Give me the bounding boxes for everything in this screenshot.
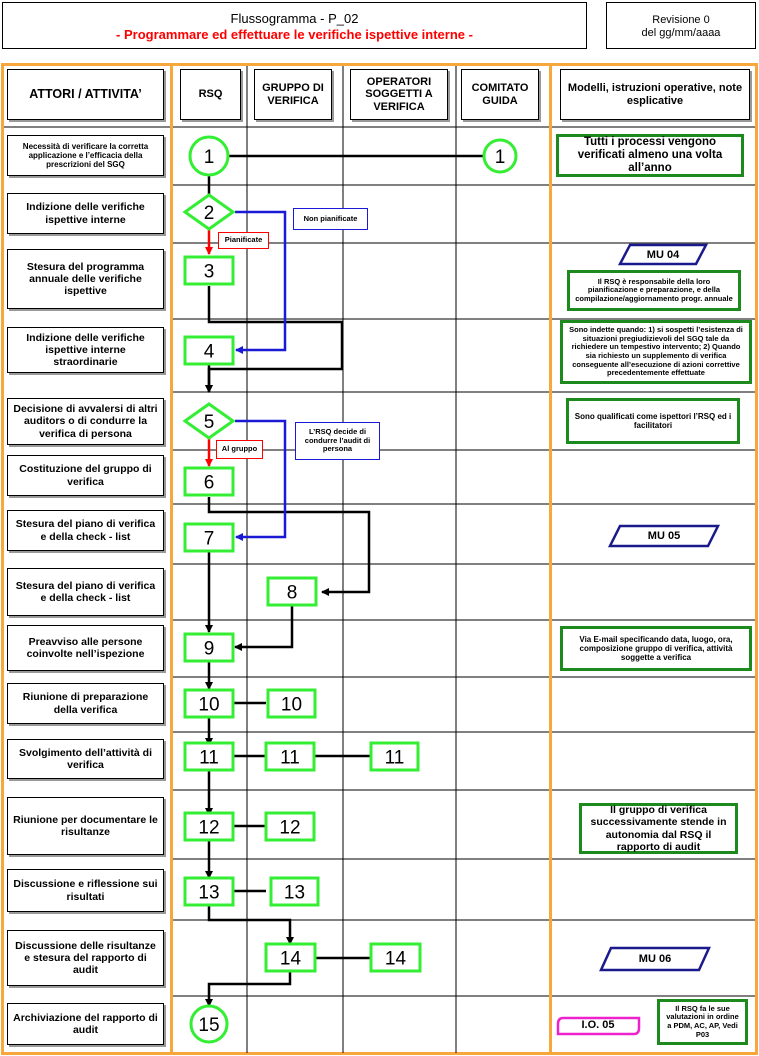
node-box xyxy=(183,811,235,842)
activity-box: Decisione di avvalersi di altri auditors… xyxy=(7,398,164,445)
node-box xyxy=(266,688,317,719)
node-box xyxy=(183,632,235,663)
node-number: 11 xyxy=(385,748,405,769)
mu-04-shape xyxy=(617,243,709,266)
flowchart-title: Flussogramma - P_02 xyxy=(230,11,359,26)
node-box xyxy=(183,335,235,366)
node-box xyxy=(183,255,235,286)
revision-number: Revisione 0 xyxy=(652,14,710,26)
node-box xyxy=(183,741,235,772)
node-box xyxy=(183,522,235,553)
header-comitato: COMITATO GUIDA xyxy=(461,69,539,120)
note-preavviso-email: Via E-mail specificando data, luogo, ora… xyxy=(560,626,752,671)
node-box xyxy=(269,876,320,907)
flowchart-subtitle: - Programmare ed effettuare le verifiche… xyxy=(116,27,473,42)
connector-13-14 xyxy=(207,904,294,945)
io-05-shape xyxy=(556,1016,641,1036)
label-pianificate: Pianificate xyxy=(218,232,269,249)
connector-14-15 xyxy=(205,971,292,1007)
node-box xyxy=(183,876,235,907)
mu-04-label: MU 04 xyxy=(646,248,680,261)
decision-diamond xyxy=(182,402,236,440)
activity-box: Discussione delle risultanze e stesura d… xyxy=(7,930,164,986)
decision-diamond xyxy=(182,193,236,231)
activity-box: Discussione e riflessione sui risultati xyxy=(7,869,164,912)
note-processi-verificati: Tutti i processi vengono verificati alme… xyxy=(556,134,744,177)
header-operatori: OPERATORI SOGGETTI A VERIFICA xyxy=(350,69,448,120)
revision-date: del gg/mm/aaaa xyxy=(641,27,721,39)
activity-box: Indizione delle verifiche ispettive inte… xyxy=(7,327,164,373)
activity-box: Costituzione del gruppo di verifica xyxy=(7,455,164,496)
activity-box: Svolgimento dell’attività di verifica xyxy=(7,739,164,779)
activity-box: Stesura del piano di verifica e della ch… xyxy=(7,568,164,616)
flow-rsq-persona xyxy=(235,419,287,541)
header-title-box: Flussogramma - P_02 - Programmare ed eff… xyxy=(2,2,587,49)
node-box xyxy=(369,741,420,772)
activity-box: Indizione delle verifiche ispettive inte… xyxy=(7,193,164,234)
node-number: 3 xyxy=(204,262,215,283)
mu-06-shape xyxy=(599,946,711,972)
header-actors: ATTORI / ATTIVITA’ xyxy=(7,69,164,120)
header-modelli: Modelli, istruzioni operative, note espl… xyxy=(560,69,750,120)
io-05-label: I.O. 05 xyxy=(581,1019,615,1031)
activity-box: Riunione per documentare le risultanze xyxy=(7,797,164,855)
note-rapporto-audit: Il gruppo di verifica successivamente st… xyxy=(579,803,738,854)
note-rsq-responsabile: Il RSQ è responsabile della loro pianifi… xyxy=(567,270,741,311)
node-circle xyxy=(189,1004,229,1044)
note-valutazioni: Il RSQ fa le sue valutazioni in ordine a… xyxy=(657,999,748,1045)
node-box xyxy=(369,942,422,973)
activity-box: Riunione di preparazione della verifica xyxy=(7,683,164,724)
node-number: 8 xyxy=(287,583,298,604)
label-al-gruppo: Al gruppo xyxy=(216,440,263,459)
node-number: 11 xyxy=(199,748,219,769)
node-box xyxy=(264,811,316,842)
mu-05-label: MU 05 xyxy=(647,530,681,542)
node-number: 2 xyxy=(204,203,215,224)
activity-box: Preavviso alle persone coinvolte nell’is… xyxy=(7,625,164,671)
mu-06-label: MU 06 xyxy=(638,953,672,965)
node-number: 14 xyxy=(280,949,302,970)
node-number: 7 xyxy=(204,529,215,550)
node-number: 6 xyxy=(204,473,215,494)
node-number: 10 xyxy=(198,695,219,716)
activity-box: Stesura del programma annuale delle veri… xyxy=(7,249,164,309)
activity-box: Necessità di verificare la corretta appl… xyxy=(7,135,164,176)
node-number: 5 xyxy=(204,412,215,433)
node-number: 15 xyxy=(198,1015,219,1036)
node-box xyxy=(183,688,235,719)
node-number: 12 xyxy=(198,818,219,839)
node-circle xyxy=(482,138,518,174)
node-box xyxy=(183,466,235,497)
node-box xyxy=(264,741,316,772)
node-circle xyxy=(188,135,230,177)
node-number: 13 xyxy=(198,883,219,904)
header-rsq: RSQ xyxy=(180,69,241,120)
node-number: 1 xyxy=(495,147,506,168)
connector-8-9 xyxy=(234,605,294,651)
note-straordinarie: Sono indette quando: 1) si sospetti l’es… xyxy=(560,320,752,384)
header-gruppo: GRUPPO DI VERIFICA xyxy=(254,69,332,120)
node-number: 11 xyxy=(280,748,300,769)
node-number: 13 xyxy=(284,883,305,904)
node-number: 1 xyxy=(204,147,215,168)
flow-non-pianificate xyxy=(235,210,287,354)
node-number: 12 xyxy=(279,818,300,839)
revision-box: Revisione 0 del gg/mm/aaaa xyxy=(606,2,756,49)
models-column-band xyxy=(549,63,758,1055)
node-box xyxy=(264,942,317,973)
node-number: 9 xyxy=(204,639,215,660)
activity-box: Stesura del piano di verifica e della ch… xyxy=(7,510,164,551)
label-rsq-decide: L’RSQ decide di condurre l’audit di pers… xyxy=(295,422,380,460)
node-box xyxy=(266,576,318,607)
note-ispettori: Sono qualificati come ispettori l’RSQ ed… xyxy=(566,398,740,444)
activity-box: Archiviazione del rapporto di audit xyxy=(7,1003,164,1045)
label-non-pianificate: Non pianificate xyxy=(293,208,368,230)
node-number: 14 xyxy=(385,949,407,970)
mu-05-shape xyxy=(607,524,721,548)
node-number: 10 xyxy=(281,695,302,716)
node-number: 4 xyxy=(204,342,215,363)
connector-6-8 xyxy=(207,497,371,596)
